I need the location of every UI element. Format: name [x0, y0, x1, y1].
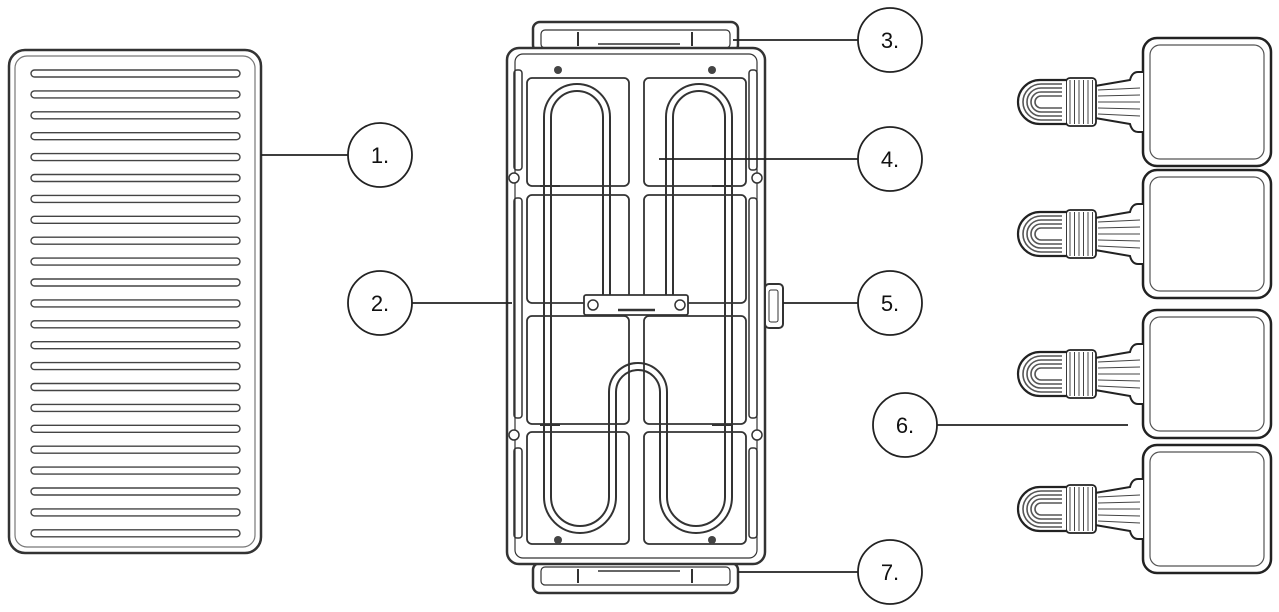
- connector-socket: [764, 283, 784, 329]
- grill-slot: [30, 320, 241, 329]
- callout-1-label: 1.: [371, 143, 389, 168]
- grill-slot: [30, 361, 241, 371]
- raclette-pan: [1016, 308, 1273, 440]
- raclette-pan: [1016, 443, 1273, 575]
- bottom-handle: [531, 561, 740, 595]
- grill-slot: [30, 299, 241, 308]
- callout-4: 4.: [857, 126, 923, 192]
- grill-slot: [30, 236, 241, 245]
- callout-5: 5.: [857, 270, 923, 336]
- raclette-pans: [1016, 36, 1273, 575]
- grill-plate: [7, 48, 263, 555]
- callout-4-label: 4.: [881, 147, 899, 172]
- callout-2-label: 2.: [371, 291, 389, 316]
- callout-7: 7.: [857, 539, 923, 605]
- raclette-pan: [1016, 36, 1273, 168]
- grill-slot: [30, 173, 241, 183]
- callout-3: 3.: [857, 7, 923, 73]
- callout-6-label: 6.: [896, 413, 914, 438]
- center-bracket: [583, 294, 689, 316]
- grill-slot: [30, 131, 241, 141]
- grill-slot: [30, 445, 241, 454]
- grill-slot: [30, 69, 241, 78]
- screws: [554, 66, 716, 544]
- base-unit: [505, 20, 784, 595]
- callout-2: 2.: [347, 270, 413, 336]
- leader-lines: [261, 39, 1128, 573]
- callout-1: 1.: [347, 122, 413, 188]
- grill-slot: [30, 111, 241, 120]
- grill-slot: [30, 382, 241, 392]
- grill-slot: [30, 403, 241, 413]
- grill-slots: [30, 69, 241, 538]
- raclette-pan: [1016, 168, 1273, 300]
- callout-3-label: 3.: [881, 28, 899, 53]
- grill-slot: [30, 466, 241, 475]
- grill-slot: [30, 424, 241, 433]
- grill-slot: [30, 487, 241, 496]
- callouts: 1. 2. 3. 4. 5. 6. 7.: [347, 7, 938, 605]
- callout-6: 6.: [872, 392, 938, 458]
- grill-slot: [30, 194, 241, 204]
- grill-slot: [30, 90, 241, 99]
- grill-slot: [30, 152, 241, 162]
- callout-5-label: 5.: [881, 291, 899, 316]
- grill-slot: [30, 257, 241, 266]
- callout-7-label: 7.: [881, 560, 899, 585]
- grill-slot: [30, 529, 241, 538]
- grill-slot: [30, 215, 241, 225]
- grill-slot: [30, 341, 241, 350]
- grill-slot: [30, 278, 241, 287]
- grill-slot: [30, 508, 241, 517]
- side-rails: [513, 69, 758, 539]
- heating-element: [543, 83, 733, 534]
